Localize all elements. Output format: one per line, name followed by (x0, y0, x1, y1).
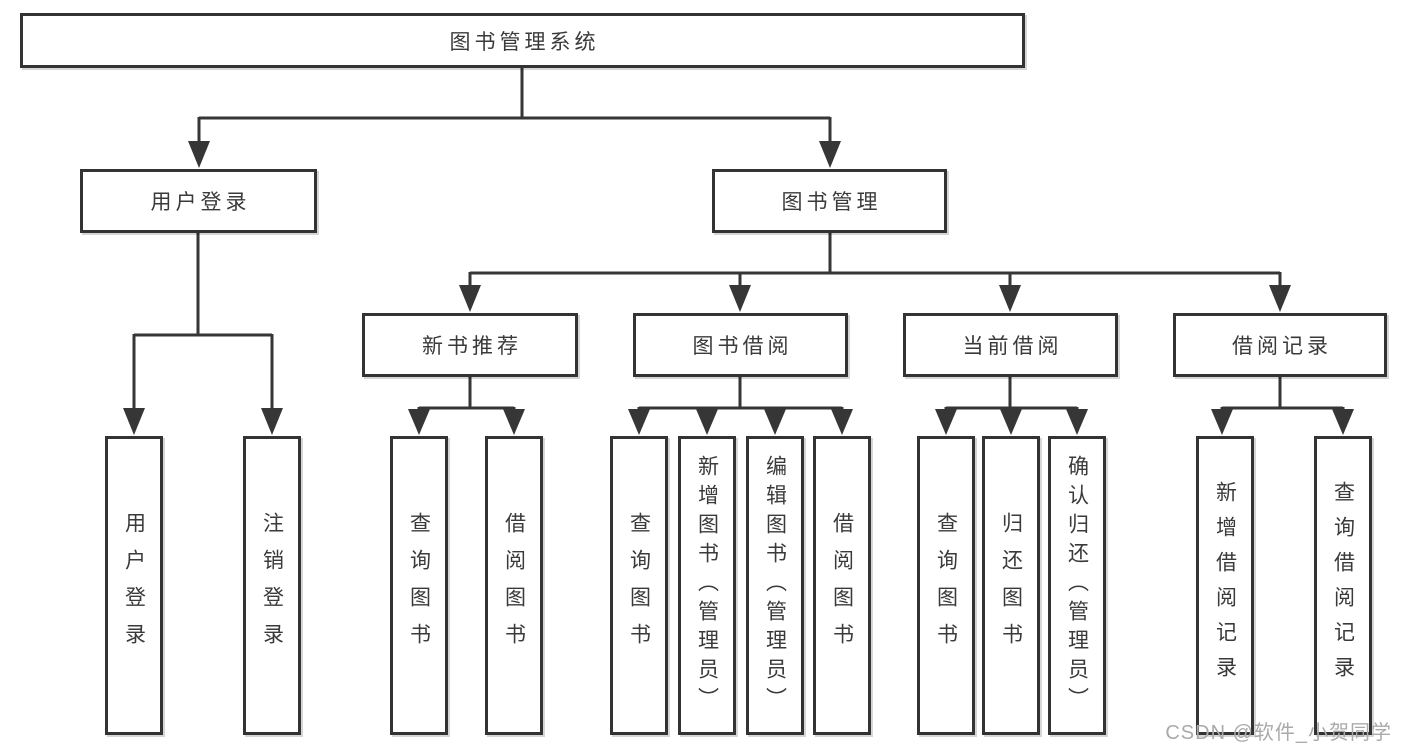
node-label: 图书管理 (781, 191, 882, 214)
leaf-label: 新增借阅记录 (1213, 480, 1237, 691)
leaf-edit-book-admin: 编辑图书（管理员） (746, 436, 804, 735)
leaf-label: 借阅图书 (502, 511, 526, 660)
leaf-return-book: 归还图书 (982, 436, 1040, 735)
leaf-label: 查询图书 (407, 511, 431, 660)
node-user-login: 用户登录 (80, 169, 317, 233)
leaf-label: 查询借阅记录 (1331, 480, 1355, 691)
node-label: 用户登录 (150, 191, 251, 214)
leaf-label: 编辑图书（管理员） (763, 455, 787, 716)
leaf-add-book-admin: 新增图书（管理员） (678, 436, 736, 735)
node-label: 图书管理系统 (449, 30, 600, 54)
leaf-logout: 注销登录 (243, 436, 301, 735)
node-label: 新书推荐 (422, 335, 522, 358)
node-current-borrowing: 当前借阅 (903, 313, 1118, 377)
leaf-label: 用户登录 (122, 511, 146, 660)
leaf-label: 归还图书 (999, 511, 1023, 660)
leaf-query-books-recommend: 查询图书 (390, 436, 448, 735)
leaf-query-books-current: 查询图书 (917, 436, 975, 735)
node-book-management: 图书管理 (712, 169, 947, 233)
leaf-label: 确认归还（管理员） (1065, 455, 1089, 716)
node-borrowing-records: 借阅记录 (1173, 313, 1387, 377)
node-label: 图书借阅 (692, 335, 793, 358)
node-label: 当前借阅 (962, 335, 1063, 358)
leaf-label: 查询图书 (627, 511, 651, 660)
watermark: CSDN @软件_小贺同学 (1165, 722, 1392, 744)
leaf-confirm-return-admin: 确认归还（管理员） (1048, 436, 1106, 735)
node-library-management-system: 图书管理系统 (20, 13, 1025, 68)
leaf-label: 查询图书 (934, 511, 958, 660)
leaf-borrow-books-recommend: 借阅图书 (485, 436, 543, 735)
node-label: 借阅记录 (1232, 335, 1332, 358)
leaf-add-borrow-record: 新增借阅记录 (1196, 436, 1254, 735)
leaf-query-borrow-record: 查询借阅记录 (1314, 436, 1372, 735)
leaf-query-books-borrowing: 查询图书 (610, 436, 668, 735)
node-book-borrowing: 图书借阅 (633, 313, 848, 377)
leaf-borrow-books-borrowing: 借阅图书 (813, 436, 871, 735)
node-new-book-recommendation: 新书推荐 (362, 313, 578, 377)
leaf-label: 新增图书（管理员） (695, 455, 719, 716)
leaf-user-login: 用户登录 (105, 436, 163, 735)
leaf-label: 借阅图书 (830, 511, 854, 660)
leaf-label: 注销登录 (260, 511, 284, 660)
